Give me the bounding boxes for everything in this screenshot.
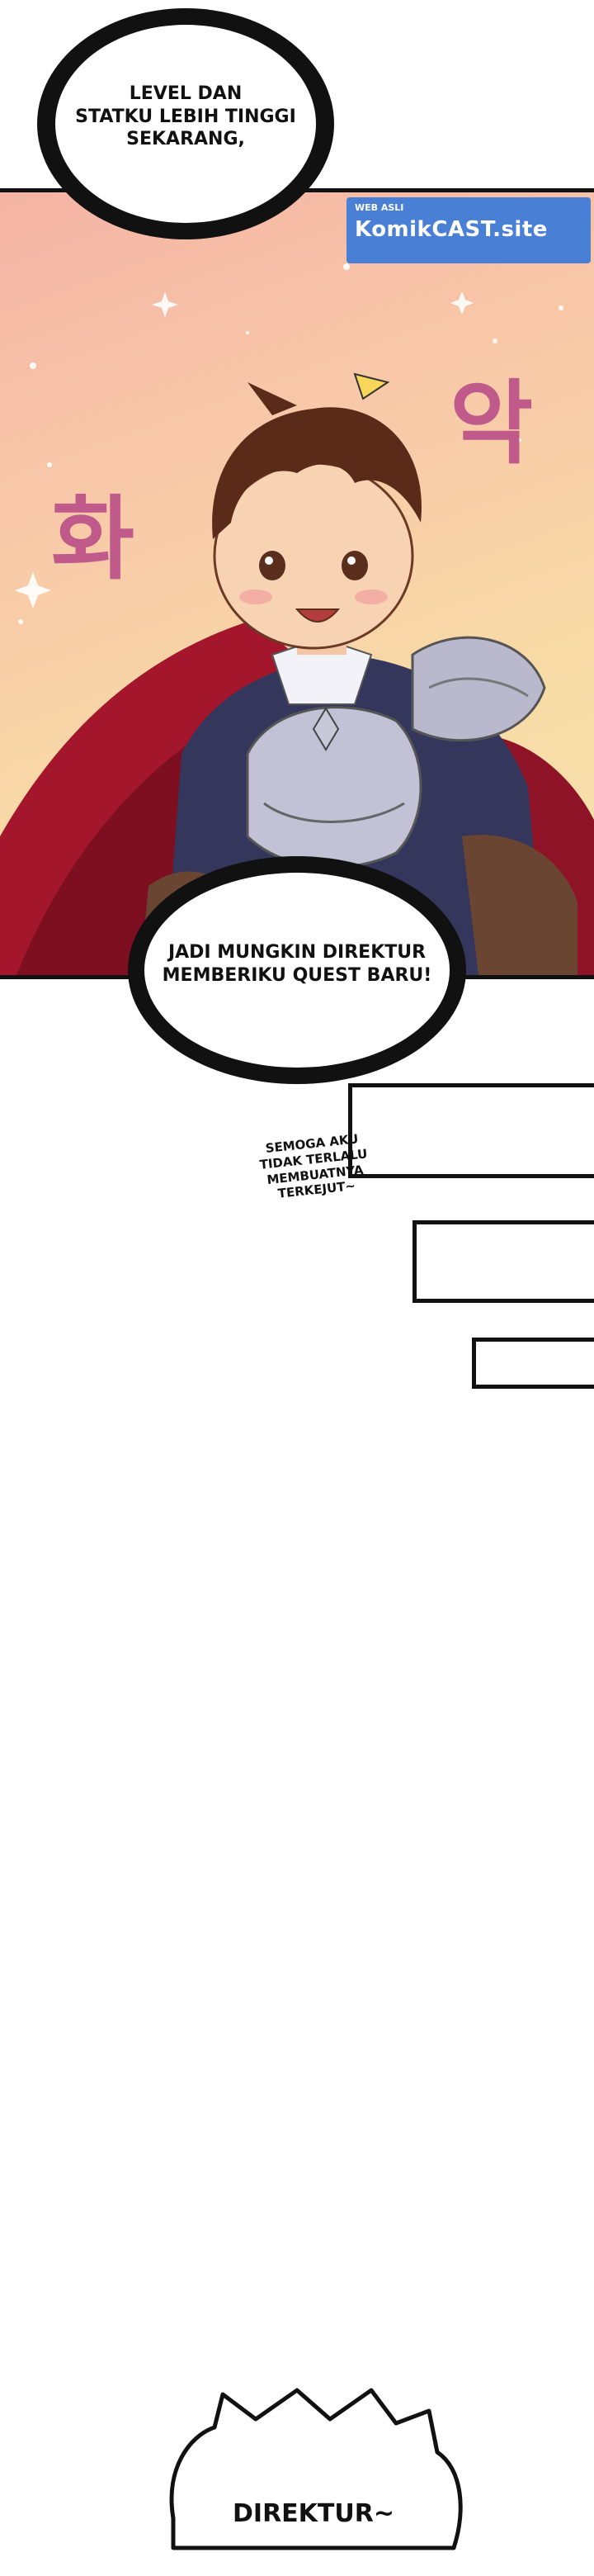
bubble-bottom-text: DIREKTUR~: [233, 2499, 394, 2528]
speech-bubble-middle: JADI MUNGKIN DIREKTUR MEMBERIKU QUEST BA…: [124, 850, 470, 1090]
watermark-brand: KomikCAST.site: [355, 217, 548, 242]
sfx-right: 악: [450, 371, 534, 476]
frame-strip-2: [412, 1220, 594, 1303]
bubble-top-text: LEVEL DAN STATKU LEBIH TINGGI SEKARANG,: [75, 83, 296, 149]
bubble-top-shape: [37, 8, 334, 239]
illustration-panel: 화 악 WEB ASLI KomikCAST.site: [0, 188, 594, 979]
watermark: WEB ASLI KomikCAST.site: [346, 197, 591, 263]
frame-strip-3: [472, 1338, 594, 1389]
sfx-left: 화: [51, 486, 135, 592]
bubble-middle-text: JADI MUNGKIN DIREKTUR MEMBERIKU QUEST BA…: [162, 942, 432, 986]
thought-note: SEMOGA AKU TIDAK TERLALU MEMBUATNYA TERK…: [258, 1131, 369, 1201]
bubble-bottom-shape: [169, 2388, 463, 2550]
watermark-prefix: WEB ASLI: [355, 202, 404, 213]
speech-bubble-bottom: DIREKTUR~: [157, 2386, 470, 2576]
speech-bubble-top: LEVEL DAN STATKU LEBIH TINGGI SEKARANG,: [33, 0, 338, 248]
frame-strip-1: [348, 1083, 594, 1178]
bubble-middle-shape: [128, 856, 466, 1084]
